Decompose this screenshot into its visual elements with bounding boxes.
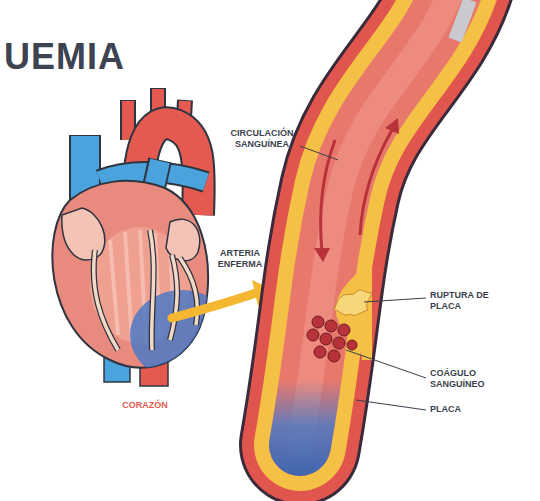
atrium — [62, 208, 200, 261]
flow-arrow — [314, 248, 330, 262]
flow-arrow — [360, 130, 392, 235]
artery-wall — [300, 0, 455, 445]
blood-clot — [314, 346, 326, 358]
blood-clot — [307, 316, 357, 362]
catheter — [455, 0, 470, 40]
plaque-label: PLACA — [430, 404, 490, 415]
blocked-region — [300, 0, 455, 445]
flow-label: CIRCULACIÓN SANGUÍNEA — [224, 128, 300, 150]
artery-lumen — [300, 0, 455, 445]
clot-label: COÁGULO SANGUÍNEO — [430, 368, 500, 390]
leader-line — [300, 146, 426, 410]
plaque-layer — [300, 0, 455, 445]
blood-clot — [338, 324, 350, 336]
blood-clot — [325, 320, 337, 332]
blood-clot — [320, 333, 332, 345]
plaque-layer — [300, 0, 455, 445]
artery-lumen — [300, 0, 455, 445]
atrium — [62, 208, 105, 260]
artery-wall — [300, 0, 455, 445]
coronary-artery — [94, 230, 198, 350]
blood-clot — [333, 337, 345, 349]
flow-arrow — [385, 118, 399, 134]
heart-label: CORAZÓN — [105, 400, 185, 411]
artery-label: ARTERIA ENFERMA — [212, 248, 268, 270]
coronary-artery — [94, 230, 198, 350]
coronary-artery — [94, 230, 198, 350]
blood-clot — [347, 340, 357, 350]
leader-line — [364, 298, 426, 302]
catheter — [455, 0, 470, 40]
rupture-label: RUPTURA DE PLACA — [430, 290, 490, 312]
plaque-rupture — [334, 290, 372, 315]
blocked-region — [300, 0, 455, 445]
blood-clot — [312, 316, 324, 328]
title: UEMIA — [4, 36, 125, 78]
blood-clot — [307, 329, 319, 341]
plaque-rupture — [334, 290, 372, 315]
atrium — [166, 219, 200, 261]
leader-line — [300, 146, 338, 160]
artery-lumen — [300, 0, 455, 445]
leader-line — [356, 400, 426, 410]
pointer-arrow — [172, 293, 256, 318]
artery-wall — [300, 0, 455, 445]
blood-clot — [328, 350, 340, 362]
leader-line — [346, 350, 426, 378]
flow-arrow — [314, 118, 399, 262]
flow-arrow — [321, 140, 335, 252]
